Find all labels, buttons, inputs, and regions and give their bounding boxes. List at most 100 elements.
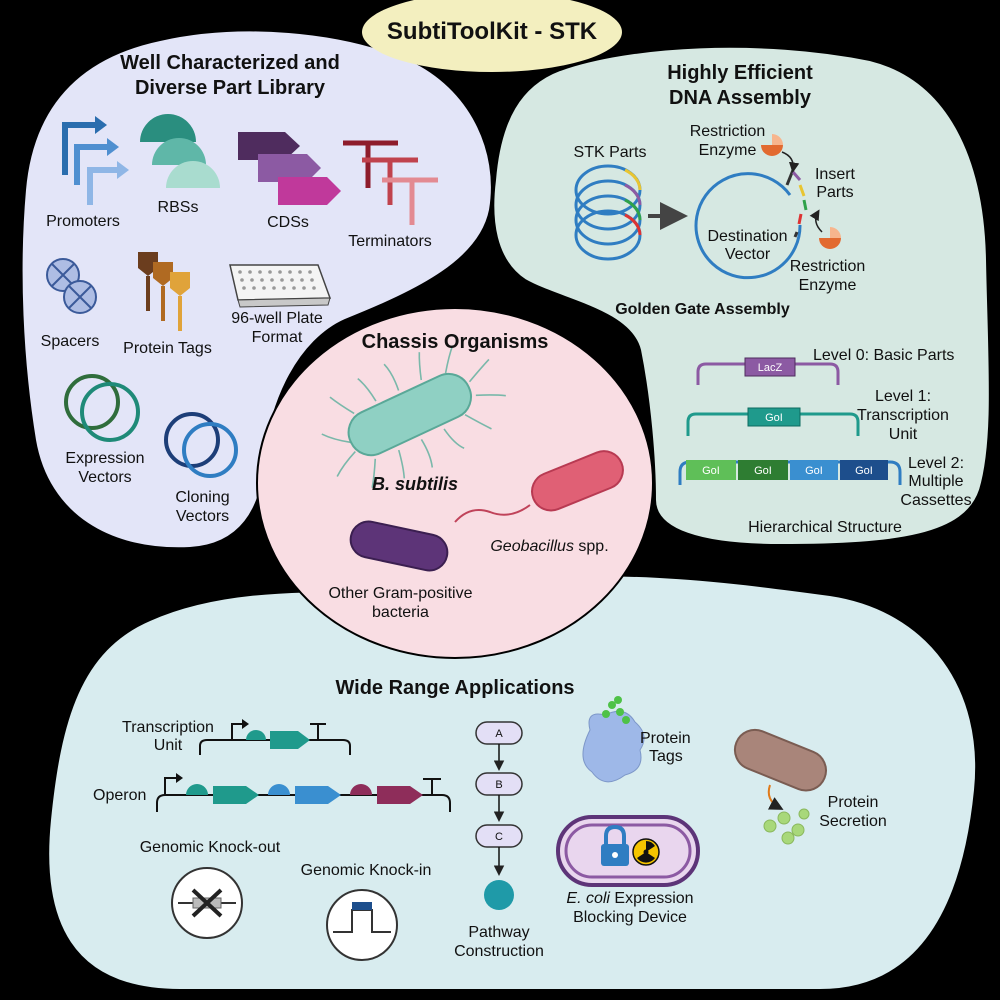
spacers-label: Spacers	[40, 333, 100, 350]
knockin-icon	[326, 889, 398, 961]
blocking-device-label-line1: E. coli Expression	[555, 889, 705, 908]
blocking-device-label-line2: Blocking Device	[573, 909, 687, 926]
gram-positive-label-line2: bacteria	[372, 604, 429, 621]
level2-label-line3: Cassettes	[900, 492, 972, 509]
enzyme-top-label-line1: Restriction	[689, 123, 766, 140]
level2-gol-label-3: GoI	[805, 465, 823, 477]
destination-vector-label-line2: Vector	[724, 246, 771, 263]
pathway-label-line2: Construction	[454, 943, 544, 960]
plate-label-line1: 96-well Plate	[231, 310, 323, 327]
level2-label-line1: Level 2:	[907, 455, 965, 472]
level2-gol-part-1	[686, 460, 736, 480]
level0-construct	[696, 357, 840, 385]
level2-gol-label-4: GoI	[855, 465, 873, 477]
level1-construct	[686, 407, 860, 436]
expression-vector-icon	[64, 374, 140, 442]
level1-label-line1: Level 1:	[874, 388, 932, 405]
bsubtilis-cell-icon	[321, 345, 506, 488]
transcription-unit-label-line2: Unit	[153, 737, 183, 754]
pathway-step-b: B	[495, 779, 502, 791]
level2-gol-part-3	[790, 460, 838, 480]
restriction-enzyme-icon	[761, 134, 800, 173]
level1-label-line3: Unit	[888, 426, 918, 443]
gram-positive-label-line1: Other Gram-positive	[328, 585, 473, 602]
level1-gol-label: GoI	[765, 412, 783, 424]
plate-icon	[229, 264, 332, 308]
assembly-panel	[492, 45, 991, 547]
enzyme-top-label-line2: Enzyme	[698, 142, 757, 159]
transcription-unit-construct	[199, 719, 351, 755]
pathway-label-line1: Pathway	[468, 924, 530, 941]
title-bubble	[362, 0, 622, 72]
expression-vectors-label-line1: Expression	[65, 450, 145, 467]
secretion-label-line2: Secretion	[819, 813, 887, 830]
pathway-product-icon	[484, 880, 514, 910]
geobacillus-suffix: spp.	[573, 538, 609, 555]
protein-tags-app-label-line2: Tags	[649, 748, 683, 765]
level2-gol-label-1: GoI	[702, 465, 720, 477]
level1-gol-part	[747, 407, 801, 427]
operon-construct	[156, 773, 451, 812]
stk-parts-label: STK Parts	[573, 144, 647, 161]
level2-label-line2: Multiple	[908, 473, 964, 490]
level0-label: Level 0: Basic Parts	[813, 347, 955, 364]
golden-gate-label: Golden Gate Assembly	[615, 301, 790, 318]
level2-gol-part-4	[840, 460, 888, 480]
operon-label: Operon	[93, 787, 147, 804]
cloning-vector-icon	[164, 412, 238, 478]
level2-gol-part-2	[738, 460, 788, 480]
enzyme-bottom-label-line2: Enzyme	[798, 277, 857, 294]
pathway-flow	[475, 721, 523, 910]
level1-label-line2: Transcription	[857, 407, 949, 424]
hierarchical-structure-label: Hierarchical Structure	[748, 519, 902, 536]
protein-tags-label: Protein Tags	[123, 340, 212, 357]
lacz-label: LacZ	[758, 362, 783, 374]
ecoli-italic: E. coli	[566, 890, 610, 907]
rbs-icon	[140, 114, 220, 188]
protein-tags-app-label-line1: Protein	[640, 730, 691, 747]
library-heading-line2: Diverse Part Library	[134, 77, 326, 99]
expression-vectors-label-line2: Vectors	[78, 469, 132, 486]
knockout-icon	[171, 867, 243, 939]
blocking-device-icon	[556, 815, 700, 887]
knockout-label: Genomic Knock-out	[139, 839, 281, 856]
terminator-icon	[343, 140, 438, 225]
insert-parts-label-line1: Insert	[814, 166, 855, 183]
destination-vector-label-line1: Destination	[707, 228, 788, 245]
level2-construct	[678, 460, 902, 485]
level2-gol-label-2: GoI	[754, 465, 772, 477]
assembly-heading-line2: DNA Assembly	[669, 87, 811, 109]
cds-icon	[238, 132, 341, 205]
spacer-icon	[46, 258, 97, 314]
promoters-label: Promoters	[46, 213, 120, 230]
bsubtilis-label: B. subtilis	[371, 474, 458, 494]
pathway-step-c: C	[495, 831, 503, 843]
protein-tag-icon	[138, 252, 190, 331]
gram-positive-cell-icon	[349, 520, 449, 572]
terminators-label: Terminators	[348, 233, 432, 250]
cdss-label: CDSs	[267, 214, 309, 231]
restriction-enzyme-icon-2	[809, 209, 841, 249]
applications-heading: Wide Range Applications	[335, 677, 575, 699]
library-heading-line1: Well Characterized and	[120, 52, 340, 74]
lock-icon	[604, 824, 626, 845]
protein-tag-structure-icon	[582, 696, 645, 783]
secretion-cell-icon	[733, 728, 827, 845]
geobacillus-label: Geobacillus spp.	[482, 537, 617, 556]
knockin-label: Genomic Knock-in	[300, 862, 432, 879]
transcription-unit-label-line1: Transcription	[122, 719, 214, 736]
lacz-part	[744, 357, 796, 377]
stk-parts-plasmid-icon	[574, 164, 642, 261]
ecoli-rest: Expression	[609, 890, 694, 907]
chassis-panel	[256, 307, 654, 659]
assembly-heading-line1: Highly Efficient	[667, 62, 813, 84]
rbss-label: RBSs	[157, 199, 199, 216]
enzyme-bottom-label-line1: Restriction	[789, 258, 866, 275]
pathway-step-a: A	[495, 728, 503, 740]
radiation-icon	[632, 838, 660, 866]
chassis-heading: Chassis Organisms	[361, 331, 549, 353]
plate-label-line2: Format	[251, 329, 303, 346]
geobacillus-genus: Geobacillus	[490, 538, 574, 555]
